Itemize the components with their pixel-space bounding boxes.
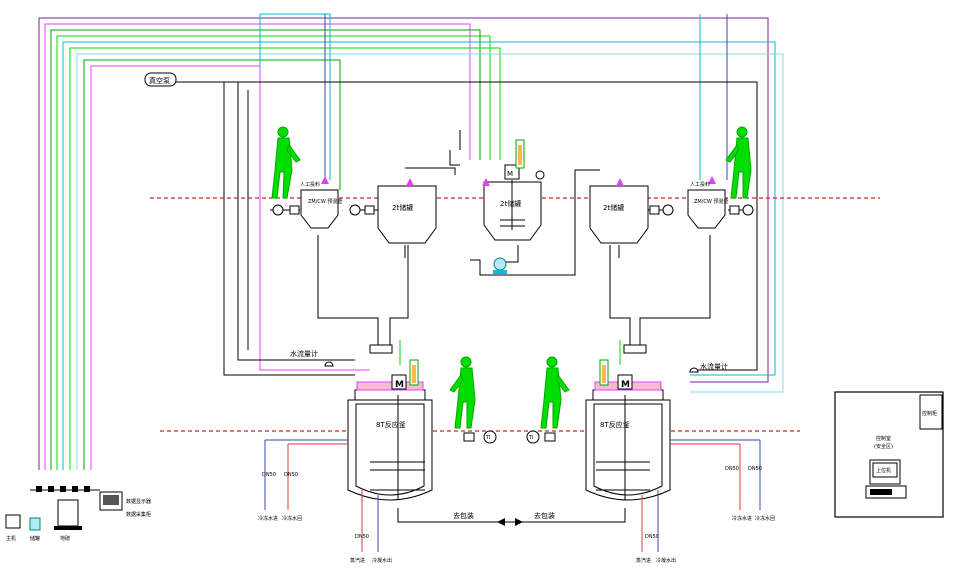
tag-right: 人工投料	[690, 181, 710, 188]
control-cabinet-label: 控制柜	[922, 410, 937, 417]
reactor-right: M 8T反应釜 TI 去包装 DN50 DN50 冷冻水进 冷冻水回 DN50 …	[497, 340, 775, 564]
steam-out-right: 冷凝水出	[656, 557, 676, 564]
weigh-tank-left-label: ZM/CW 预混釜	[308, 198, 342, 205]
reactor-left: M 8T反应釜 TI 去包装 DN50 DN50 冷冻水进 冷冻水回 DN50 …	[258, 340, 523, 564]
flowmeter-right-label: 水流量计	[700, 362, 728, 371]
data-acquisition-area: 数据显示器 数据采集柜 主机 储罐 地磅	[5, 486, 151, 542]
coolant-out-right: 冷冻水回	[755, 515, 775, 522]
storage-tank-left: 2t储罐	[349, 178, 437, 258]
steam-in-left: 蒸汽进	[350, 557, 365, 564]
coolant-in-left: 冷冻水进	[258, 515, 278, 522]
dn-left-3: DN50	[355, 534, 369, 540]
tag-left: 人工投料	[300, 181, 320, 188]
reactor-right-motor: M	[621, 380, 630, 390]
control-room: 控制柜 控制室 (安全区) 上位机	[834, 391, 944, 518]
storage-tank-left-label: 2t储罐	[392, 203, 413, 212]
to-packaging-right: 去包装	[534, 511, 555, 520]
process-piping	[176, 81, 758, 376]
to-packaging-left: 去包装	[453, 511, 474, 520]
reactor-right-ti: TI	[528, 435, 534, 441]
storage-tank-right-label: 2t储罐	[603, 203, 624, 212]
weigh-tank-left: ZM/CW 预混釜 人工投料	[272, 176, 342, 229]
data-box-label: 数据采集柜	[126, 511, 151, 518]
dn-right-3: DN50	[645, 534, 659, 540]
storage-tank-center: M 2t储罐	[482, 139, 545, 274]
flowmeter-left-label: 水流量计	[290, 349, 318, 358]
operator-figure-4	[540, 356, 570, 429]
storage-tank-center-label: 2t储罐	[500, 199, 521, 208]
host-label: 上位机	[876, 467, 891, 474]
dn-right-2: DN50	[748, 466, 762, 472]
weigh-tank-right-label: ZM/CW 预混釜	[694, 198, 728, 205]
coolant-in-right: 冷冻水进	[732, 515, 752, 522]
vacuum-pump: 真空泵	[144, 72, 177, 87]
reactor-left-motor: M	[395, 380, 404, 390]
operator-figure-2	[725, 126, 752, 199]
operator-figure-3	[449, 356, 476, 429]
dn-right-1: DN50	[725, 466, 739, 472]
flowmeter-left: 水流量计	[290, 349, 334, 367]
control-room-label: 控制室	[876, 435, 891, 442]
operator-figure-1	[271, 126, 301, 199]
signal-lines	[38, 13, 784, 470]
dn-left-2: DN50	[284, 472, 298, 478]
center-motor-label: M	[507, 170, 513, 178]
flowmeter-right: 水流量计	[689, 362, 728, 373]
display-label: 数据显示器	[126, 498, 151, 505]
steam-in-right: 蒸汽进	[636, 557, 651, 564]
pc-label: 主机	[6, 535, 16, 542]
reactor-left-ti: TI	[485, 435, 491, 441]
reactor-right-label: 8T反应釜	[600, 420, 630, 429]
vacuum-pump-label: 真空泵	[149, 76, 170, 85]
tank-small-label: 储罐	[30, 535, 40, 542]
reactor-left-label: 8T反应釜	[376, 420, 406, 429]
weigh-tank-right: ZM/CW 预混釜 人工投料	[687, 176, 754, 229]
storage-tank-right: 2t储罐	[589, 178, 674, 258]
scale-label: 地磅	[60, 535, 70, 542]
control-room-area-label: (安全区)	[874, 443, 893, 450]
steam-out-left: 冷凝水出	[372, 557, 392, 564]
coolant-out-left: 冷冻水回	[282, 515, 302, 522]
dn-left-1: DN50	[262, 472, 276, 478]
